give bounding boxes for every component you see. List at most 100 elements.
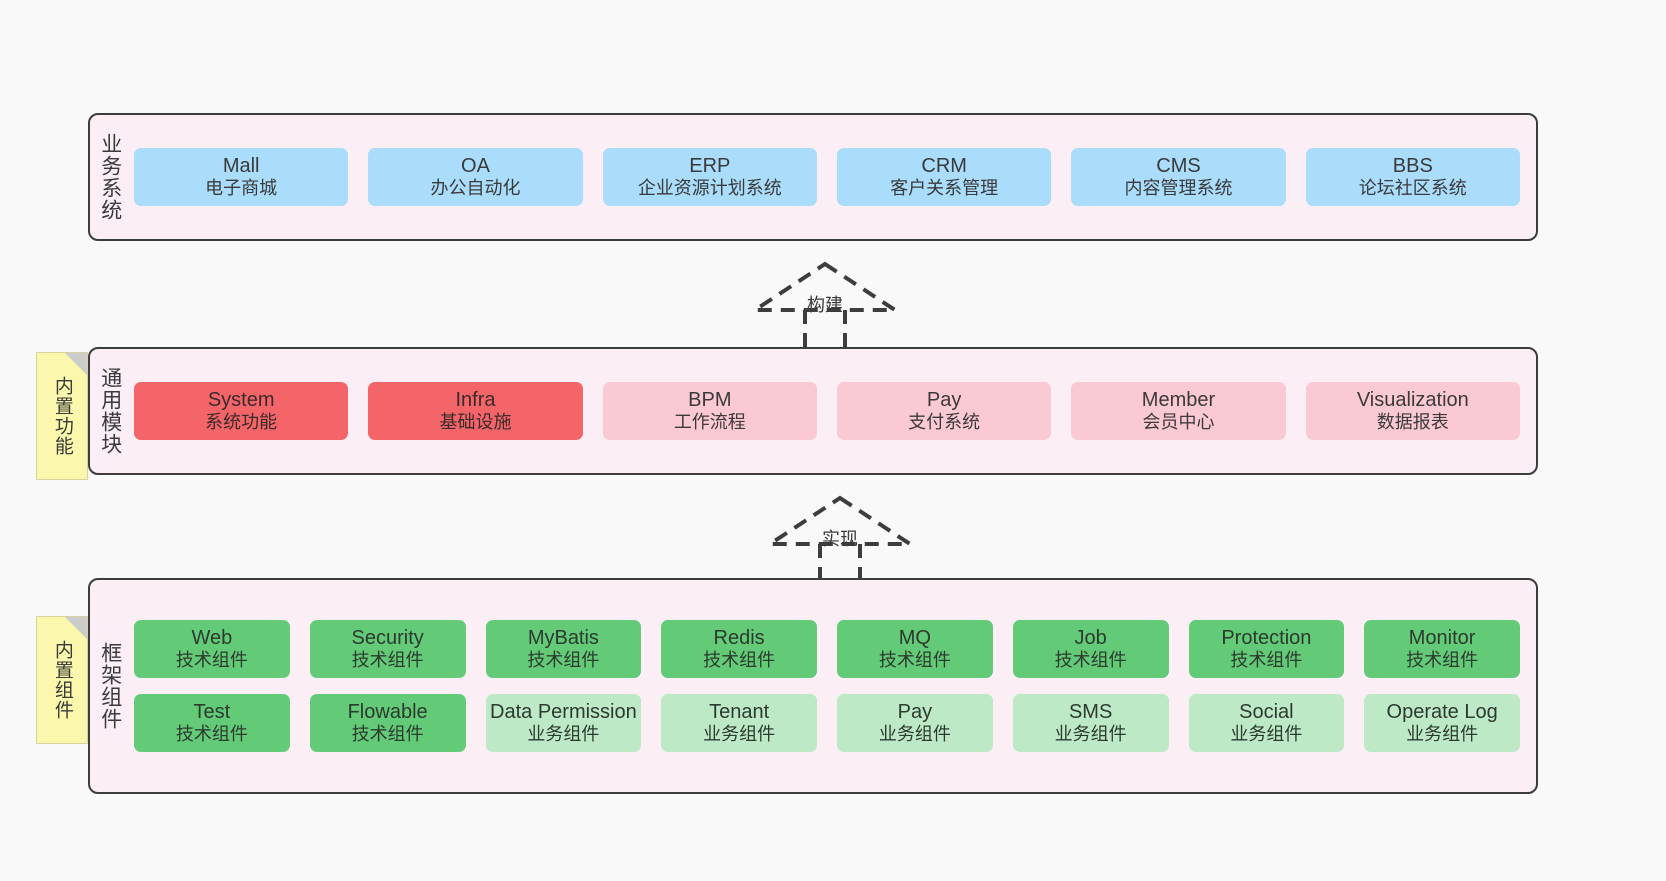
card-name: Visualization <box>1356 388 1469 411</box>
framework-card-job[interactable]: Job 技术组件 <box>1012 619 1169 678</box>
card-name: CMS <box>1156 154 1201 177</box>
card-name: Redis <box>713 626 765 649</box>
common-card-visualization[interactable]: Visualization 数据报表 <box>1305 381 1520 441</box>
card-name: SMS <box>1068 701 1113 723</box>
card-name: Monitor <box>1408 626 1476 649</box>
framework-card-security[interactable]: Security 技术组件 <box>309 619 466 678</box>
note-builtin-component: 内置组件 <box>36 616 88 744</box>
card-name: MyBatis <box>527 626 599 649</box>
business-card-bbs[interactable]: BBS 论坛社区系统 <box>1305 147 1520 207</box>
framework-card-flowable[interactable]: Flowable 技术组件 <box>309 694 466 753</box>
common-card-member[interactable]: Member 会员中心 <box>1071 381 1286 441</box>
layer-business-system: 业务系统 Mall 电子商城 OA 办公自动化 ERP 企业资源计划系统 CRM… <box>88 113 1538 241</box>
card-desc: 基础设施 <box>439 412 512 433</box>
layer-common-module-title: 通用模块 <box>98 367 122 455</box>
layer-common-module: 通用模块 System 系统功能 Infra 基础设施 BPM 工作流程 Pay… <box>88 347 1538 475</box>
business-card-row: Mall 电子商城 OA 办公自动化 ERP 企业资源计划系统 CRM 客户关系… <box>134 147 1520 207</box>
card-desc: 业务组件 <box>878 724 951 745</box>
framework-card-redis[interactable]: Redis 技术组件 <box>661 619 817 678</box>
common-card-infra[interactable]: Infra 基础设施 <box>368 381 583 441</box>
layer-framework-component: 框架组件 Web 技术组件 Security 技术组件 MyBatis 技术组件… <box>88 578 1538 794</box>
connector-implement: 实现 <box>765 492 915 588</box>
card-desc: 技术组件 <box>1054 650 1127 671</box>
card-desc: 业务组件 <box>1406 724 1479 745</box>
business-card-cms[interactable]: CMS 内容管理系统 <box>1071 147 1286 207</box>
card-desc: 技术组件 <box>527 650 600 671</box>
framework-card-protection[interactable]: Protection 技术组件 <box>1188 619 1345 678</box>
card-name: Test <box>193 701 231 723</box>
card-desc: 内容管理系统 <box>1124 178 1233 199</box>
card-desc: 技术组件 <box>175 650 248 671</box>
card-name: Flowable <box>347 701 428 723</box>
card-name: MQ <box>898 626 931 649</box>
framework-card-data-permission[interactable]: Data Permission 业务组件 <box>485 694 642 753</box>
card-desc: 会员中心 <box>1142 412 1215 433</box>
connector-build-label: 构建 <box>807 295 843 315</box>
note-fold-icon <box>65 353 87 375</box>
card-name: System <box>207 388 275 411</box>
framework-card-pay[interactable]: Pay 业务组件 <box>837 694 993 753</box>
card-desc: 业务组件 <box>1230 724 1303 745</box>
layer-business-system-title: 业务系统 <box>98 133 122 221</box>
card-desc: 客户关系管理 <box>890 178 999 199</box>
card-name: ERP <box>689 154 731 177</box>
framework-card-web[interactable]: Web 技术组件 <box>134 619 290 678</box>
framework-card-row-business: Test 技术组件 Flowable 技术组件 Data Permission … <box>134 694 1520 753</box>
layer-framework-component-body: Web 技术组件 Security 技术组件 MyBatis 技术组件 Redi… <box>130 580 1536 792</box>
card-name: Member <box>1141 388 1216 411</box>
business-card-mall[interactable]: Mall 电子商城 <box>134 147 349 207</box>
framework-card-test[interactable]: Test 技术组件 <box>134 694 290 753</box>
layer-business-system-body: Mall 电子商城 OA 办公自动化 ERP 企业资源计划系统 CRM 客户关系… <box>130 115 1536 239</box>
card-name: Data Permission <box>490 701 637 723</box>
common-card-bpm[interactable]: BPM 工作流程 <box>602 381 817 441</box>
layer-framework-component-title: 框架组件 <box>98 642 122 730</box>
card-desc: 办公自动化 <box>430 178 521 199</box>
card-name: Job <box>1074 626 1107 649</box>
card-desc: 系统功能 <box>205 412 278 433</box>
card-desc: 业务组件 <box>703 724 776 745</box>
card-desc: 支付系统 <box>908 412 981 433</box>
card-desc: 技术组件 <box>1230 650 1303 671</box>
framework-card-monitor[interactable]: Monitor 技术组件 <box>1364 619 1520 678</box>
framework-card-operate-log[interactable]: Operate Log 业务组件 <box>1364 694 1520 753</box>
business-card-crm[interactable]: CRM 客户关系管理 <box>836 147 1052 207</box>
card-name: Web <box>191 626 233 649</box>
card-desc: 企业资源计划系统 <box>637 178 782 199</box>
card-desc: 工作流程 <box>673 412 746 433</box>
card-name: Operate Log <box>1386 701 1498 723</box>
card-name: Mall <box>222 154 260 177</box>
card-name: Tenant <box>709 701 770 723</box>
card-desc: 电子商城 <box>205 178 278 199</box>
framework-card-tenant[interactable]: Tenant 业务组件 <box>661 694 817 753</box>
business-card-oa[interactable]: OA 办公自动化 <box>368 147 583 207</box>
card-name: Protection <box>1221 626 1312 649</box>
card-name: Pay <box>897 701 933 723</box>
card-desc: 技术组件 <box>1406 650 1479 671</box>
card-name: CRM <box>921 154 967 177</box>
card-name: Security <box>351 626 424 649</box>
note-fold-icon <box>65 617 87 639</box>
card-name: Pay <box>926 388 962 411</box>
card-desc: 技术组件 <box>351 724 424 745</box>
card-desc: 技术组件 <box>703 650 776 671</box>
common-card-row: System 系统功能 Infra 基础设施 BPM 工作流程 Pay 支付系统… <box>134 381 1520 441</box>
layer-common-module-body: System 系统功能 Infra 基础设施 BPM 工作流程 Pay 支付系统… <box>130 349 1536 473</box>
framework-card-mybatis[interactable]: MyBatis 技术组件 <box>485 619 642 678</box>
framework-card-mq[interactable]: MQ 技术组件 <box>837 619 993 678</box>
common-card-pay[interactable]: Pay 支付系统 <box>836 381 1052 441</box>
connector-build: 构建 <box>750 258 900 354</box>
card-desc: 业务组件 <box>527 724 600 745</box>
card-name: BPM <box>688 388 732 411</box>
note-builtin-component-label: 内置组件 <box>51 640 73 720</box>
card-name: Infra <box>455 388 496 411</box>
card-name: Social <box>1239 701 1294 723</box>
business-card-erp[interactable]: ERP 企业资源计划系统 <box>602 147 817 207</box>
connector-implement-label: 实现 <box>822 529 858 549</box>
framework-card-row-tech: Web 技术组件 Security 技术组件 MyBatis 技术组件 Redi… <box>134 619 1520 678</box>
card-desc: 技术组件 <box>175 724 248 745</box>
framework-card-social[interactable]: Social 业务组件 <box>1188 694 1345 753</box>
note-builtin-function-label: 内置功能 <box>51 376 73 456</box>
common-card-system[interactable]: System 系统功能 <box>134 381 349 441</box>
framework-card-sms[interactable]: SMS 业务组件 <box>1012 694 1169 753</box>
